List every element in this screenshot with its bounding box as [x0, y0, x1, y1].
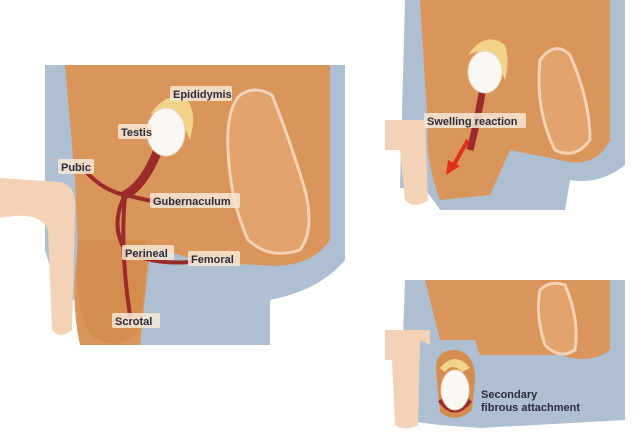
label-swelling-reaction: Swelling reaction — [427, 116, 518, 128]
label-epididymis: Epididymis — [173, 89, 232, 101]
penis — [385, 120, 428, 205]
swelling-panel: Swelling reaction — [385, 0, 625, 210]
label-secondary: Secondary — [481, 389, 538, 401]
testis — [440, 369, 470, 411]
label-femoral: Femoral — [191, 254, 234, 266]
thigh-outline — [536, 281, 578, 356]
testis — [467, 50, 503, 94]
attachment-panel: Secondary fibrous attachment — [385, 280, 625, 429]
label-testis: Testis — [121, 127, 152, 139]
penis — [385, 330, 430, 429]
epididymis — [468, 39, 508, 80]
thigh-outline — [226, 88, 311, 255]
label-pubic: Pubic — [61, 162, 91, 174]
label-perineal: Perineal — [125, 248, 168, 260]
penis — [0, 178, 76, 335]
testis — [146, 107, 186, 157]
label-gubernaculum: Gubernaculum — [153, 196, 231, 208]
arrow-head-icon — [446, 160, 460, 175]
label-fibrous-attachment: fibrous attachment — [481, 402, 580, 414]
epididymis — [440, 359, 470, 372]
main-panel: Epididymis Testis Pubic Gubernaculum Per… — [0, 65, 345, 345]
epididymis — [150, 96, 194, 140]
label-scrotal: Scrotal — [115, 316, 152, 328]
thigh-outline — [537, 47, 592, 155]
